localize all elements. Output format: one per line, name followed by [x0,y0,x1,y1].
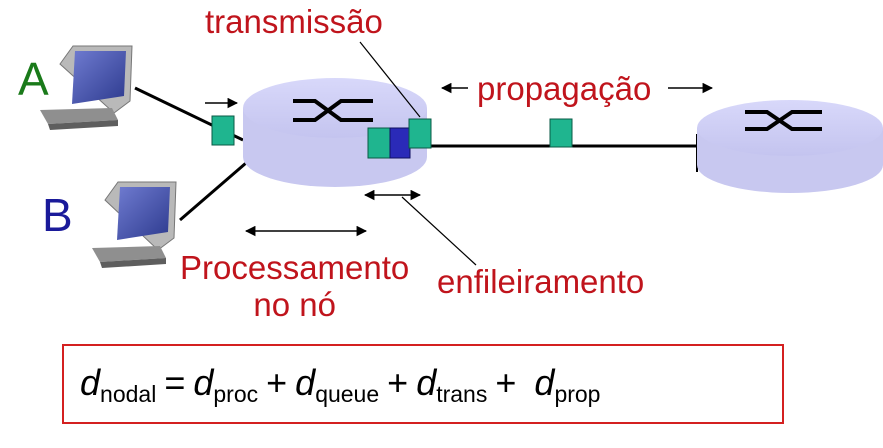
formula-d: d [295,362,316,403]
formula-d: d [80,362,101,403]
formula-equals: = [164,362,186,403]
processing-label: Processamento no nó [180,249,410,324]
formula-box: dnodal=dproc+dqueue+dtrans+ dprop [62,344,784,424]
formula-d: d [534,362,555,403]
packet-icon [367,127,391,159]
formula-sub-queue: queue [315,381,380,407]
packet-icon [408,118,432,149]
formula-d: d [193,362,214,403]
packet-icon [549,118,573,148]
formula-sub-prop: prop [554,381,601,407]
transmission-leader-line [359,41,421,118]
formula-sub-proc: proc [213,381,259,407]
transmission-label: transmissão [205,3,383,40]
link-b-router [179,161,247,222]
formula-plus: + [387,362,409,403]
formula-plus: + [266,362,288,403]
propagation-label: propagação [477,70,652,107]
processing-label-line1: Processamento [180,249,410,286]
processing-label-line2: no nó [253,285,336,323]
formula-d: d [416,362,437,403]
packet-icon [211,115,235,146]
host-b-label: B [42,189,73,241]
host-a-label: A [18,53,49,105]
packet-icon [389,127,411,159]
formula-sub-trans: trans [436,381,488,407]
computer-icon [92,181,177,268]
computer-icon [40,45,133,130]
queueing-label: enfileiramento [437,263,645,300]
formula-plus: + [495,362,517,403]
nodal-delay-formula: dnodal=dproc+dqueue+dtrans+ dprop [80,362,600,408]
router-icon [697,100,883,193]
queueing-leader-line [401,196,477,266]
formula-sub-nodal: nodal [100,381,157,407]
